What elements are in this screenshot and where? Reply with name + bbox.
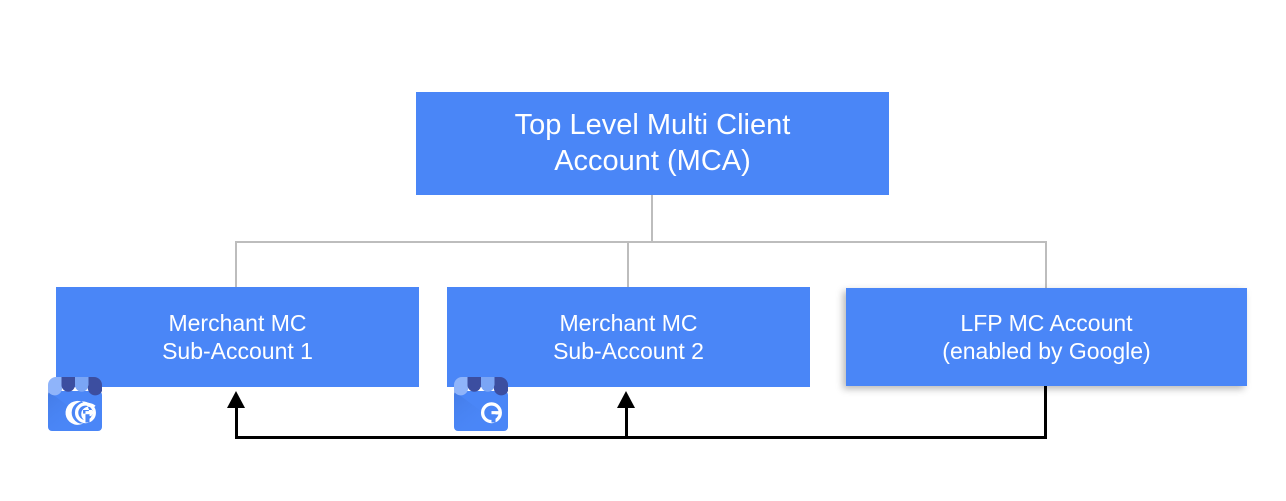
feedback-stem-to-merchant-sub-1 (235, 404, 238, 438)
node-merchant-mc-sub-account-1[interactable]: Merchant MC Sub-Account 1 (56, 287, 419, 387)
node-top-level-mca[interactable]: Top Level Multi Client Account (MCA) (416, 92, 889, 195)
feedback-horizontal-line (235, 436, 1047, 439)
node-merchant-mc-sub-account-1-label: Merchant MC Sub-Account 1 (162, 309, 313, 364)
node-lfp-mc-account[interactable]: LFP MC Account (enabled by Google) (846, 288, 1247, 386)
connector-drop-to-lfp-account (1045, 241, 1047, 288)
connector-trunk-mca-to-bus (651, 195, 653, 242)
google-my-business-storefront-icon (36, 365, 114, 437)
google-my-business-storefront-icon (442, 365, 520, 437)
connector-horizontal-bus (235, 241, 1047, 243)
feedback-arrowhead-merchant-sub-2 (617, 391, 635, 408)
node-top-level-mca-label: Top Level Multi Client Account (MCA) (514, 109, 791, 177)
feedback-stem-to-merchant-sub-2 (625, 404, 628, 438)
connector-drop-to-merchant-sub-2 (627, 241, 629, 288)
node-lfp-mc-account-label: LFP MC Account (enabled by Google) (942, 309, 1151, 364)
node-merchant-mc-sub-account-2-label: Merchant MC Sub-Account 2 (553, 309, 704, 364)
connector-drop-to-merchant-sub-1 (235, 241, 237, 288)
feedback-riser-from-lfp (1044, 386, 1047, 439)
node-merchant-mc-sub-account-2[interactable]: Merchant MC Sub-Account 2 (447, 287, 810, 387)
feedback-arrowhead-merchant-sub-1 (227, 391, 245, 408)
